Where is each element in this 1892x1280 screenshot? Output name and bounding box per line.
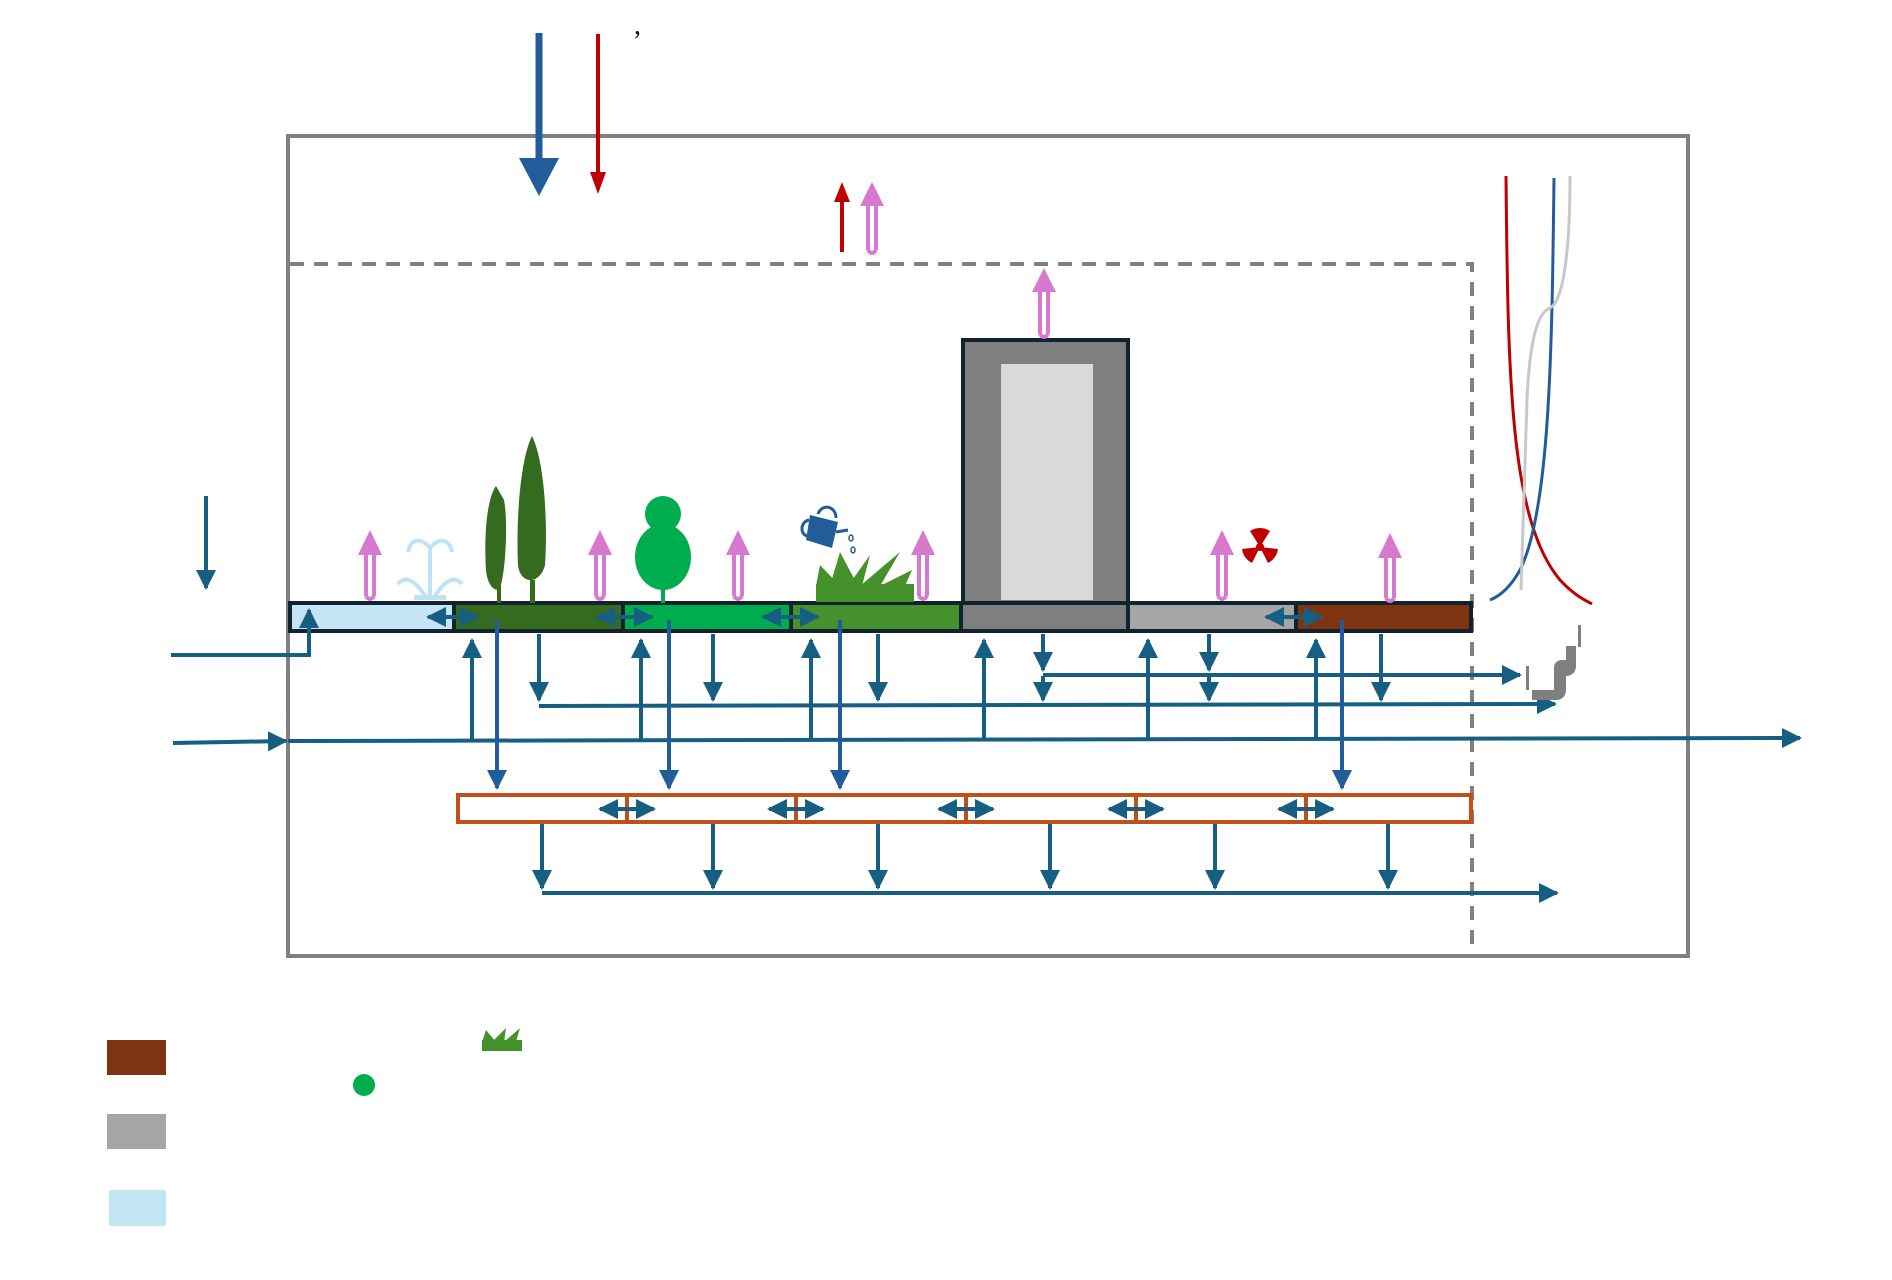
precipitation-arrow	[519, 33, 559, 196]
even-tree-icon	[485, 436, 546, 603]
le-arrow	[1378, 533, 1402, 603]
anthropogenic-heat-icon	[1242, 527, 1278, 563]
surface-bare-land	[1294, 601, 1473, 633]
grass-icon	[816, 552, 914, 602]
legend-water-swatch	[109, 1190, 166, 1226]
infiltration-flows	[487, 620, 1352, 790]
soil-runoff-line	[532, 824, 1559, 903]
legend-grass-icon	[482, 1028, 522, 1051]
le-arrow	[358, 530, 382, 601]
surface-building	[959, 601, 1130, 633]
deciduous-tree-icon	[635, 496, 691, 603]
le-arrow	[911, 530, 935, 601]
h-arrow-top	[834, 182, 850, 252]
fountain-icon	[396, 538, 464, 600]
legend-deciduous-tree-icon	[353, 1074, 375, 1096]
runoff-g2g-line	[172, 728, 1802, 752]
building	[961, 338, 1130, 607]
irrigation-can-icon	[800, 505, 856, 554]
pipe-icon	[1526, 625, 1581, 700]
pipe-runoff-line	[1033, 634, 1522, 685]
surface-runoff-line	[529, 634, 1557, 715]
legend-impervious-swatch	[107, 1114, 166, 1149]
legend	[107, 1028, 522, 1226]
forcing-arrow	[590, 34, 606, 194]
forcing-label: ,	[634, 10, 641, 41]
le-arrow	[588, 530, 612, 601]
le-arrow	[1210, 530, 1234, 601]
le-arrow-top	[860, 182, 884, 255]
svg-text:,: ,	[634, 10, 641, 41]
each-surface-frame	[290, 262, 1474, 956]
vertical-profile-curves	[1489, 175, 1593, 606]
grid-frame	[286, 134, 1690, 958]
external-water-flow	[171, 496, 319, 657]
le-arrows-surface	[358, 530, 1402, 603]
le-arrow	[726, 530, 750, 601]
legend-bare-land-swatch	[107, 1040, 166, 1075]
g2g-upward-flows	[462, 638, 1326, 740]
le-arrow-building	[1032, 268, 1056, 339]
